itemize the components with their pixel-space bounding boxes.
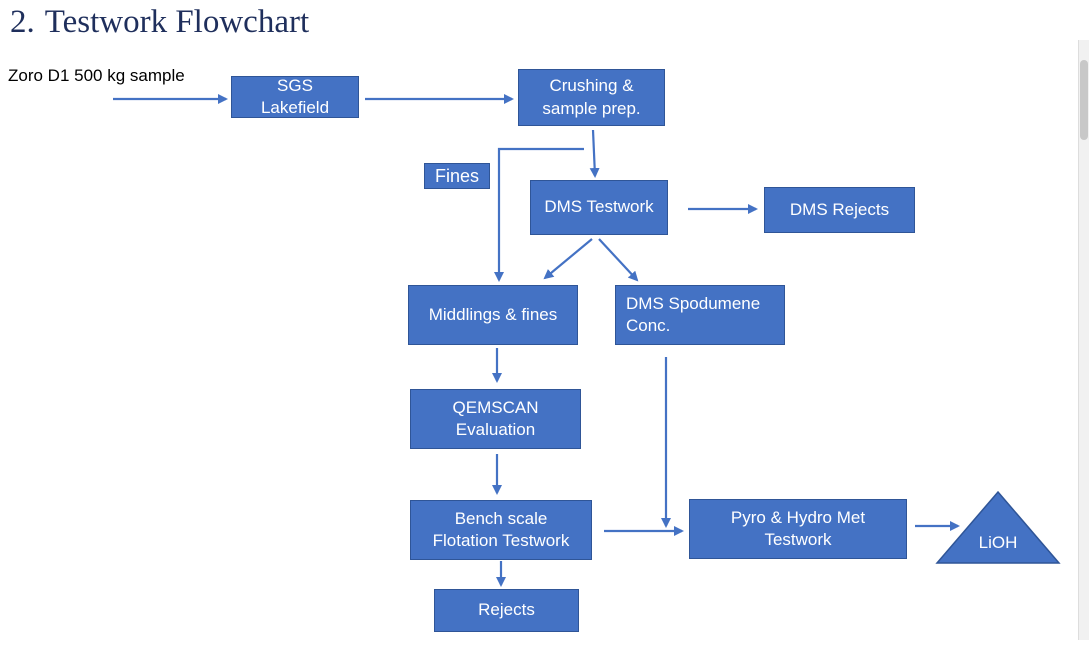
arrow-dms-to-middlings [543,238,593,280]
node-crushing-line1: Crushing & [549,76,634,96]
input-sample-label: Zoro D1 500 kg sample [8,66,185,85]
node-bench-line1: Bench scale [454,508,548,528]
title-text: Testwork Flowchart [44,4,310,40]
node-dms-testwork: DMS Testwork [530,180,668,235]
node-qemscan-line2: Evaluation [455,420,536,439]
node-spodumene-line1: DMS Spodumene [626,293,761,313]
node-lioh-label: LiOH [978,533,1018,552]
page-title: 2.Testwork Flowchart [10,4,309,41]
node-pyro-line1: Pyro & Hydro Met [730,507,866,527]
node-dms-rejects: DMS Rejects [764,187,915,233]
node-rejects: Rejects [434,589,579,632]
arrow-dms-to-spodumene [598,238,639,282]
node-dms-rejects-label: DMS Rejects [789,199,890,219]
node-crushing-line2: sample prep. [542,98,641,118]
node-middlings-label: Middlings & fines [428,304,558,324]
vertical-scrollbar[interactable] [1078,40,1089,640]
scrollbar-thumb[interactable] [1080,60,1088,140]
lioh-triangle [935,490,1061,564]
arrow-crushing-to-middlings [494,147,584,282]
node-bench-line2: Flotation Testwork [432,531,570,550]
title-number: 2. [10,4,35,40]
node-sgs-lakefield: SGS Lakefield [231,76,359,118]
label-fines: Fines [424,163,490,189]
arrow-crushing-to-dms [589,129,600,178]
node-pyro-hydro: Pyro & Hydro Met Testwork [689,499,907,559]
node-sgs-line1: SGS [277,75,313,95]
node-bench-scale: Bench scale Flotation Testwork [410,500,592,560]
node-qemscan: QEMSCAN Evaluation [410,389,581,449]
node-spodumene-line2: Conc. [626,316,671,335]
node-sgs-line2: Lakefield [260,98,330,117]
node-dms-spodumene: DMS Spodumene Conc. [615,285,785,345]
node-pyro-line2: Testwork [764,530,832,549]
node-dms-testwork-label: DMS Testwork [544,197,654,217]
node-rejects-label: Rejects [478,600,535,620]
node-qemscan-line1: QEMSCAN [452,397,539,417]
node-crushing: Crushing & sample prep. [518,69,665,126]
node-middlings-fines: Middlings & fines [408,285,578,345]
